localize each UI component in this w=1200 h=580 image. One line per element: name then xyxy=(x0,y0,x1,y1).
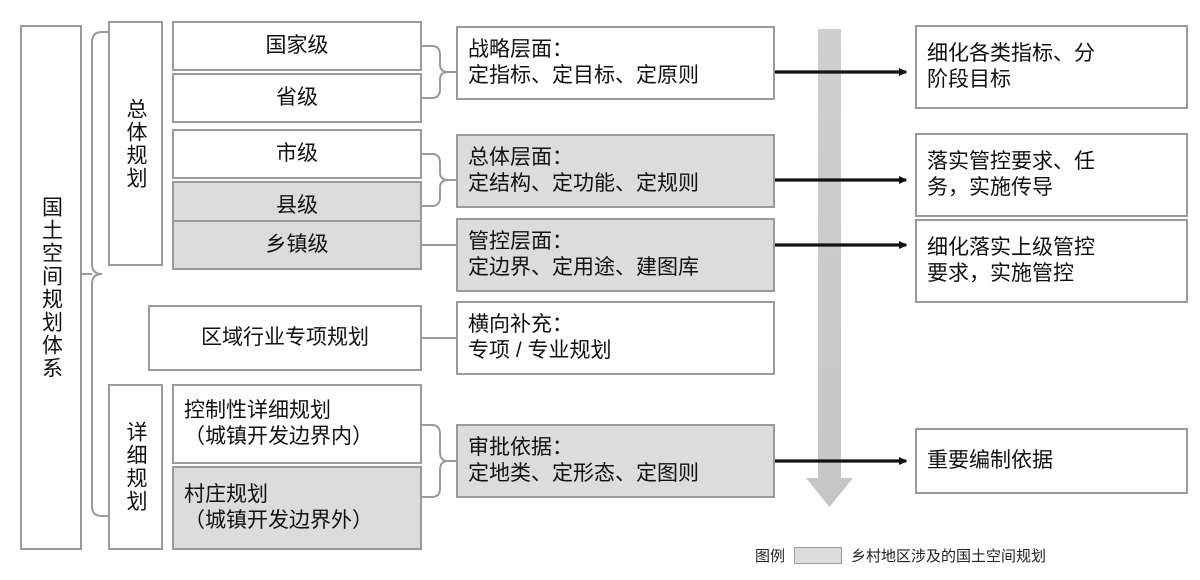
flow-arrow-shape xyxy=(806,29,853,507)
detailed-plan-box-village[interactable]: 村庄规划 （城镇开发边界外） xyxy=(172,466,422,550)
legend: 图例 乡村地区涉及的国土空间规划 xyxy=(755,545,1046,566)
group-box-overall[interactable]: 总体规划 xyxy=(108,21,163,266)
level-label-county: 县级 xyxy=(276,193,318,217)
outcome-box-refine-control[interactable]: 细化落实上级管控 要求，实施管控 xyxy=(915,219,1188,303)
aspect-label-overall: 总体层面： 定结构、定功能、定规则 xyxy=(468,145,699,195)
aspect-label-horizontal: 横向补充： 专项 / 专业规划 xyxy=(468,312,612,362)
level-box-municipal[interactable]: 市级 xyxy=(172,129,422,179)
root-box[interactable]: 国土空间规划体系 xyxy=(20,25,82,550)
outcome-box-indicators[interactable]: 细化各类指标、分 阶段目标 xyxy=(915,25,1188,109)
special-plan-box[interactable]: 区域行业专项规划 xyxy=(148,305,422,371)
group-label-overall: 总体规划 xyxy=(124,97,148,190)
aspect-label-approval: 审批依据： 定地类、定形态、定图则 xyxy=(468,435,699,485)
aspect-box-overall[interactable]: 总体层面： 定结构、定功能、定规则 xyxy=(456,134,775,208)
outcome-label-control-requirements: 落实管控要求、任 务，实施传导 xyxy=(927,149,1095,199)
legend-swatch-icon xyxy=(794,547,843,564)
outcome-box-important-basis[interactable]: 重要编制依据 xyxy=(915,428,1188,494)
level-label-municipal: 市级 xyxy=(276,141,318,165)
legend-title: 图例 xyxy=(755,548,786,565)
detailed-plan-label-regulatory: 控制性详细规划 （城镇开发边界内） xyxy=(184,398,373,448)
detailed-plan-label-village: 村庄规划 （城镇开发边界外） xyxy=(184,482,373,532)
aspect-box-approval[interactable]: 审批依据： 定地类、定形态、定图则 xyxy=(456,424,775,498)
detailed-plan-box-regulatory[interactable]: 控制性详细规划 （城镇开发边界内） xyxy=(172,384,422,464)
group-box-detailed[interactable]: 详细规划 xyxy=(108,384,163,550)
level-box-national[interactable]: 国家级 xyxy=(172,21,422,71)
level-box-township[interactable]: 乡镇级 xyxy=(172,220,422,270)
level-label-national: 国家级 xyxy=(265,33,329,57)
aspect-label-strategic: 战略层面： 定指标、定目标、定原则 xyxy=(468,37,699,87)
outcome-label-important-basis: 重要编制依据 xyxy=(927,448,1053,472)
level-label-provincial: 省级 xyxy=(276,85,318,109)
level-box-provincial[interactable]: 省级 xyxy=(172,73,422,123)
group-label-detailed: 详细规划 xyxy=(124,421,148,513)
root-label: 国土空间规划体系 xyxy=(39,195,63,380)
aspect-label-control: 管控层面： 定边界、定用途、建图库 xyxy=(468,229,699,279)
special-plan-label: 区域行业专项规划 xyxy=(201,325,369,349)
outcome-label-indicators: 细化各类指标、分 阶段目标 xyxy=(927,41,1095,91)
legend-swatch-label: 乡村地区涉及的国土空间规划 xyxy=(851,548,1047,565)
outcome-box-control-requirements[interactable]: 落实管控要求、任 务，实施传导 xyxy=(915,133,1188,217)
aspect-box-control[interactable]: 管控层面： 定边界、定用途、建图库 xyxy=(456,218,775,292)
outcome-label-refine-control: 细化落实上级管控 要求，实施管控 xyxy=(927,235,1095,285)
aspect-box-horizontal[interactable]: 横向补充： 专项 / 专业规划 xyxy=(456,301,775,375)
aspect-box-strategic[interactable]: 战略层面： 定指标、定目标、定原则 xyxy=(456,26,775,100)
level-label-township: 乡镇级 xyxy=(265,232,329,256)
